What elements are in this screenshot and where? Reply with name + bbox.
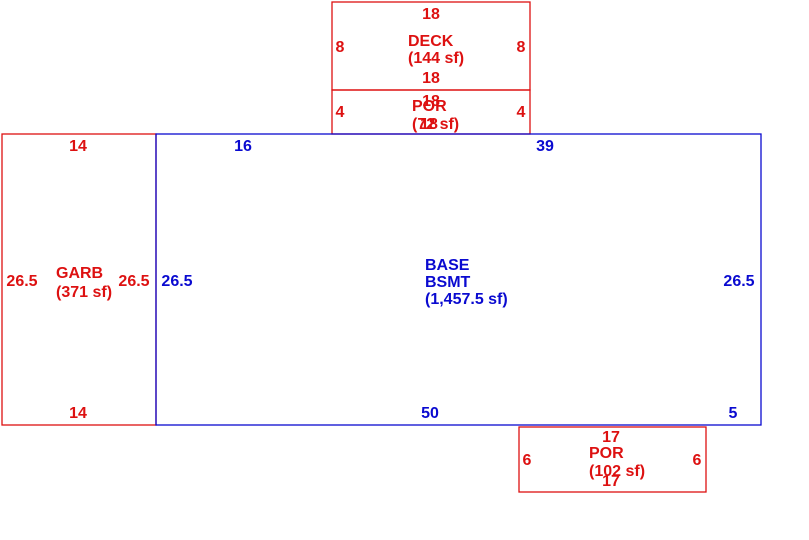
deck-dim-right: 8 [517,39,526,56]
por-bottom-outline [518,426,707,493]
base-dim-right: 26.5 [723,273,754,290]
base-dim-top-left: 16 [234,138,252,155]
base-dim-left: 26.5 [161,273,192,290]
garb-dim-right: 26.5 [118,273,149,290]
garb-dim-bottom: 14 [69,405,87,422]
por-bottom-label: POR [589,445,624,462]
base-label-2: BSMT [425,274,471,291]
por-bottom-dim-right: 6 [693,452,702,469]
base-area: (1,457.5 sf) [425,291,508,308]
por-top-dim-left: 4 [336,104,345,121]
garb-dim-left: 26.5 [6,273,37,290]
por-top-dim-bottom: 18 [420,116,438,133]
por-top-label: POR [412,98,447,115]
base-dim-top-right: 39 [536,138,554,155]
deck-label: DECK [408,33,454,50]
por-bottom-dim-bottom: 17 [602,473,620,490]
base-outline [155,133,762,426]
deck-area: (144 sf) [408,50,464,67]
por-top-area: (72 sf) [412,116,459,133]
garb-area: (371 sf) [56,284,112,301]
deck-dim-left: 8 [336,39,345,56]
por-bottom-dim-top: 17 [602,429,620,446]
deck-dim-top: 18 [422,6,440,23]
garb-label: GARB [56,265,103,282]
garb-dim-top: 14 [69,138,87,155]
por-top-dim-top: 18 [422,93,440,110]
por-bottom-area: (102 sf) [589,463,645,480]
base-label: BASE [425,257,470,274]
base-dim-bottom-right: 5 [729,405,738,422]
base-dim-bottom: 50 [421,405,439,422]
por-bottom-dim-left: 6 [523,452,532,469]
deck-dim-bottom: 18 [422,70,440,87]
por-top-dim-right: 4 [517,104,526,121]
